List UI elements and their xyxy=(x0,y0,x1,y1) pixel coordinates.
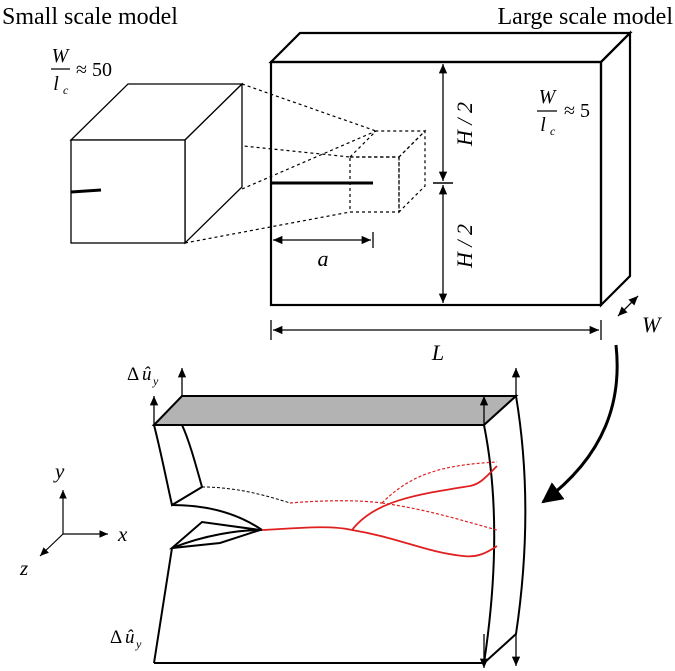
crack-path-back xyxy=(289,461,498,531)
load-arrows-top xyxy=(149,368,521,425)
crack-length-label: a xyxy=(318,246,329,271)
deformed-left-edge-bottom xyxy=(153,547,173,664)
crack-upper-lip xyxy=(171,504,263,531)
crack-path-front xyxy=(261,465,498,558)
large-block-top-face xyxy=(268,31,633,64)
zoom-region-cube xyxy=(348,129,427,214)
length-dimension xyxy=(270,320,602,340)
back-crack-dashed xyxy=(201,486,291,504)
crack-length-dimension xyxy=(273,232,374,248)
svg-text:û: û xyxy=(125,627,135,648)
svg-text:y: y xyxy=(135,637,142,651)
svg-text:Δ: Δ xyxy=(127,364,139,385)
deformed-left-upper-face xyxy=(152,424,204,507)
crack-lower-lip xyxy=(171,529,263,549)
deformed-right-face xyxy=(482,394,527,666)
small-scale-cube xyxy=(69,82,244,245)
small-scale-title: Small scale model xyxy=(2,4,178,30)
zoom-projection-lines xyxy=(184,83,377,244)
svg-text:≈ 50: ≈ 50 xyxy=(76,59,112,81)
svg-text:Δ: Δ xyxy=(110,627,122,648)
svg-text:W: W xyxy=(539,86,558,108)
large-ratio-label: W l c ≈ 5 xyxy=(537,86,590,138)
small-ratio-label: W l c ≈ 50 xyxy=(51,45,112,97)
width-dimension-arrow xyxy=(617,295,639,317)
load-label-top: Δ û y xyxy=(127,364,159,388)
height-dimension xyxy=(433,64,453,303)
svg-text:l: l xyxy=(53,73,59,95)
svg-text:c: c xyxy=(63,83,69,97)
z-axis-label: z xyxy=(19,556,28,580)
coordinate-axes xyxy=(39,490,108,557)
deformed-top-face xyxy=(151,395,519,426)
load-label-bottom: Δ û y xyxy=(110,627,142,651)
small-model-crack xyxy=(70,188,102,194)
large-block-side-face xyxy=(599,30,632,308)
h-half-upper-label: H / 2 xyxy=(452,102,477,147)
svg-text:l: l xyxy=(540,114,546,136)
svg-text:W: W xyxy=(52,45,71,67)
load-arrows-bottom xyxy=(479,634,521,668)
svg-text:≈ 5: ≈ 5 xyxy=(564,100,590,122)
width-label: W xyxy=(642,312,662,337)
svg-text:û: û xyxy=(142,364,152,385)
x-axis-label: x xyxy=(117,522,128,546)
svg-text:y: y xyxy=(152,374,159,388)
transition-curved-arrow xyxy=(541,344,619,504)
z-axis-arrow xyxy=(39,533,64,557)
large-scale-title: Large scale model xyxy=(498,4,674,30)
y-axis-label: y xyxy=(53,459,65,483)
svg-text:c: c xyxy=(550,124,556,138)
h-half-lower-label: H / 2 xyxy=(452,224,477,269)
length-label: L xyxy=(431,340,444,365)
